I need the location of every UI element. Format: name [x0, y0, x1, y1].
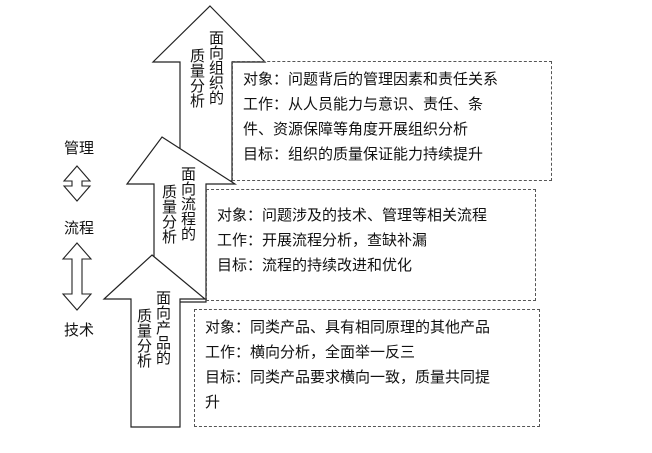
- organization-description-box: 对象：问题背后的管理因素和责任关系 工作：从人员能力与意识、责任、条 件、资源保…: [232, 61, 552, 181]
- organization-goal-line: 目标：组织的质量保证能力持续提升: [243, 145, 484, 163]
- product-arrow-label-col1: 面向产品的: [154, 290, 172, 365]
- process-work-line: 工作：开展流程分析，查缺补漏: [217, 231, 428, 249]
- product-work-line: 工作：横向分析，全面举一反三: [205, 343, 416, 361]
- product-arrow-label-col2: 质量分析: [135, 308, 153, 368]
- organization-work-line-1: 工作：从人员能力与意识、责任、条: [243, 95, 484, 113]
- side-label-management: 管理: [64, 139, 95, 157]
- organization-object-line: 对象：问题背后的管理因素和责任关系: [243, 70, 499, 88]
- process-description-box: 对象：问题涉及的技术、管理等相关流程 工作：开展流程分析，查缺补漏 目标：流程的…: [206, 189, 536, 301]
- product-goal-line-cont: 升: [205, 393, 221, 411]
- side-label-process: 流程: [64, 219, 95, 237]
- process-object-line: 对象：问题涉及的技术、管理等相关流程: [217, 206, 488, 224]
- double-arrow-upper: [62, 165, 92, 202]
- side-label-technology: 技术: [64, 321, 95, 339]
- organization-work-line-2: 件、资源保障等角度开展组织分析: [243, 120, 469, 138]
- product-object-line: 对象：同类产品、具有相同原理的其他产品: [205, 318, 491, 336]
- process-arrow-label-col1: 面向流程的: [179, 166, 197, 241]
- product-arrow-label: 面向产品的 质量分析: [135, 290, 172, 368]
- organization-arrow-label: 面向组织的 质量分析: [188, 30, 225, 108]
- process-goal-line: 目标：流程的持续改进和优化: [217, 256, 413, 274]
- organization-arrow-label-col2: 质量分析: [188, 48, 206, 108]
- product-description-box: 对象：同类产品、具有相同原理的其他产品 工作：横向分析，全面举一反三 目标：同类…: [194, 309, 540, 427]
- process-arrow-label: 面向流程的 质量分析: [160, 166, 197, 244]
- product-arrow: [102, 254, 207, 428]
- product-goal-line: 目标：同类产品要求横向一致，质量共同提: [205, 368, 491, 386]
- process-arrow-label-col2: 质量分析: [160, 184, 178, 244]
- double-arrow-lower: [61, 242, 93, 311]
- organization-arrow-label-col1: 面向组织的: [207, 30, 225, 105]
